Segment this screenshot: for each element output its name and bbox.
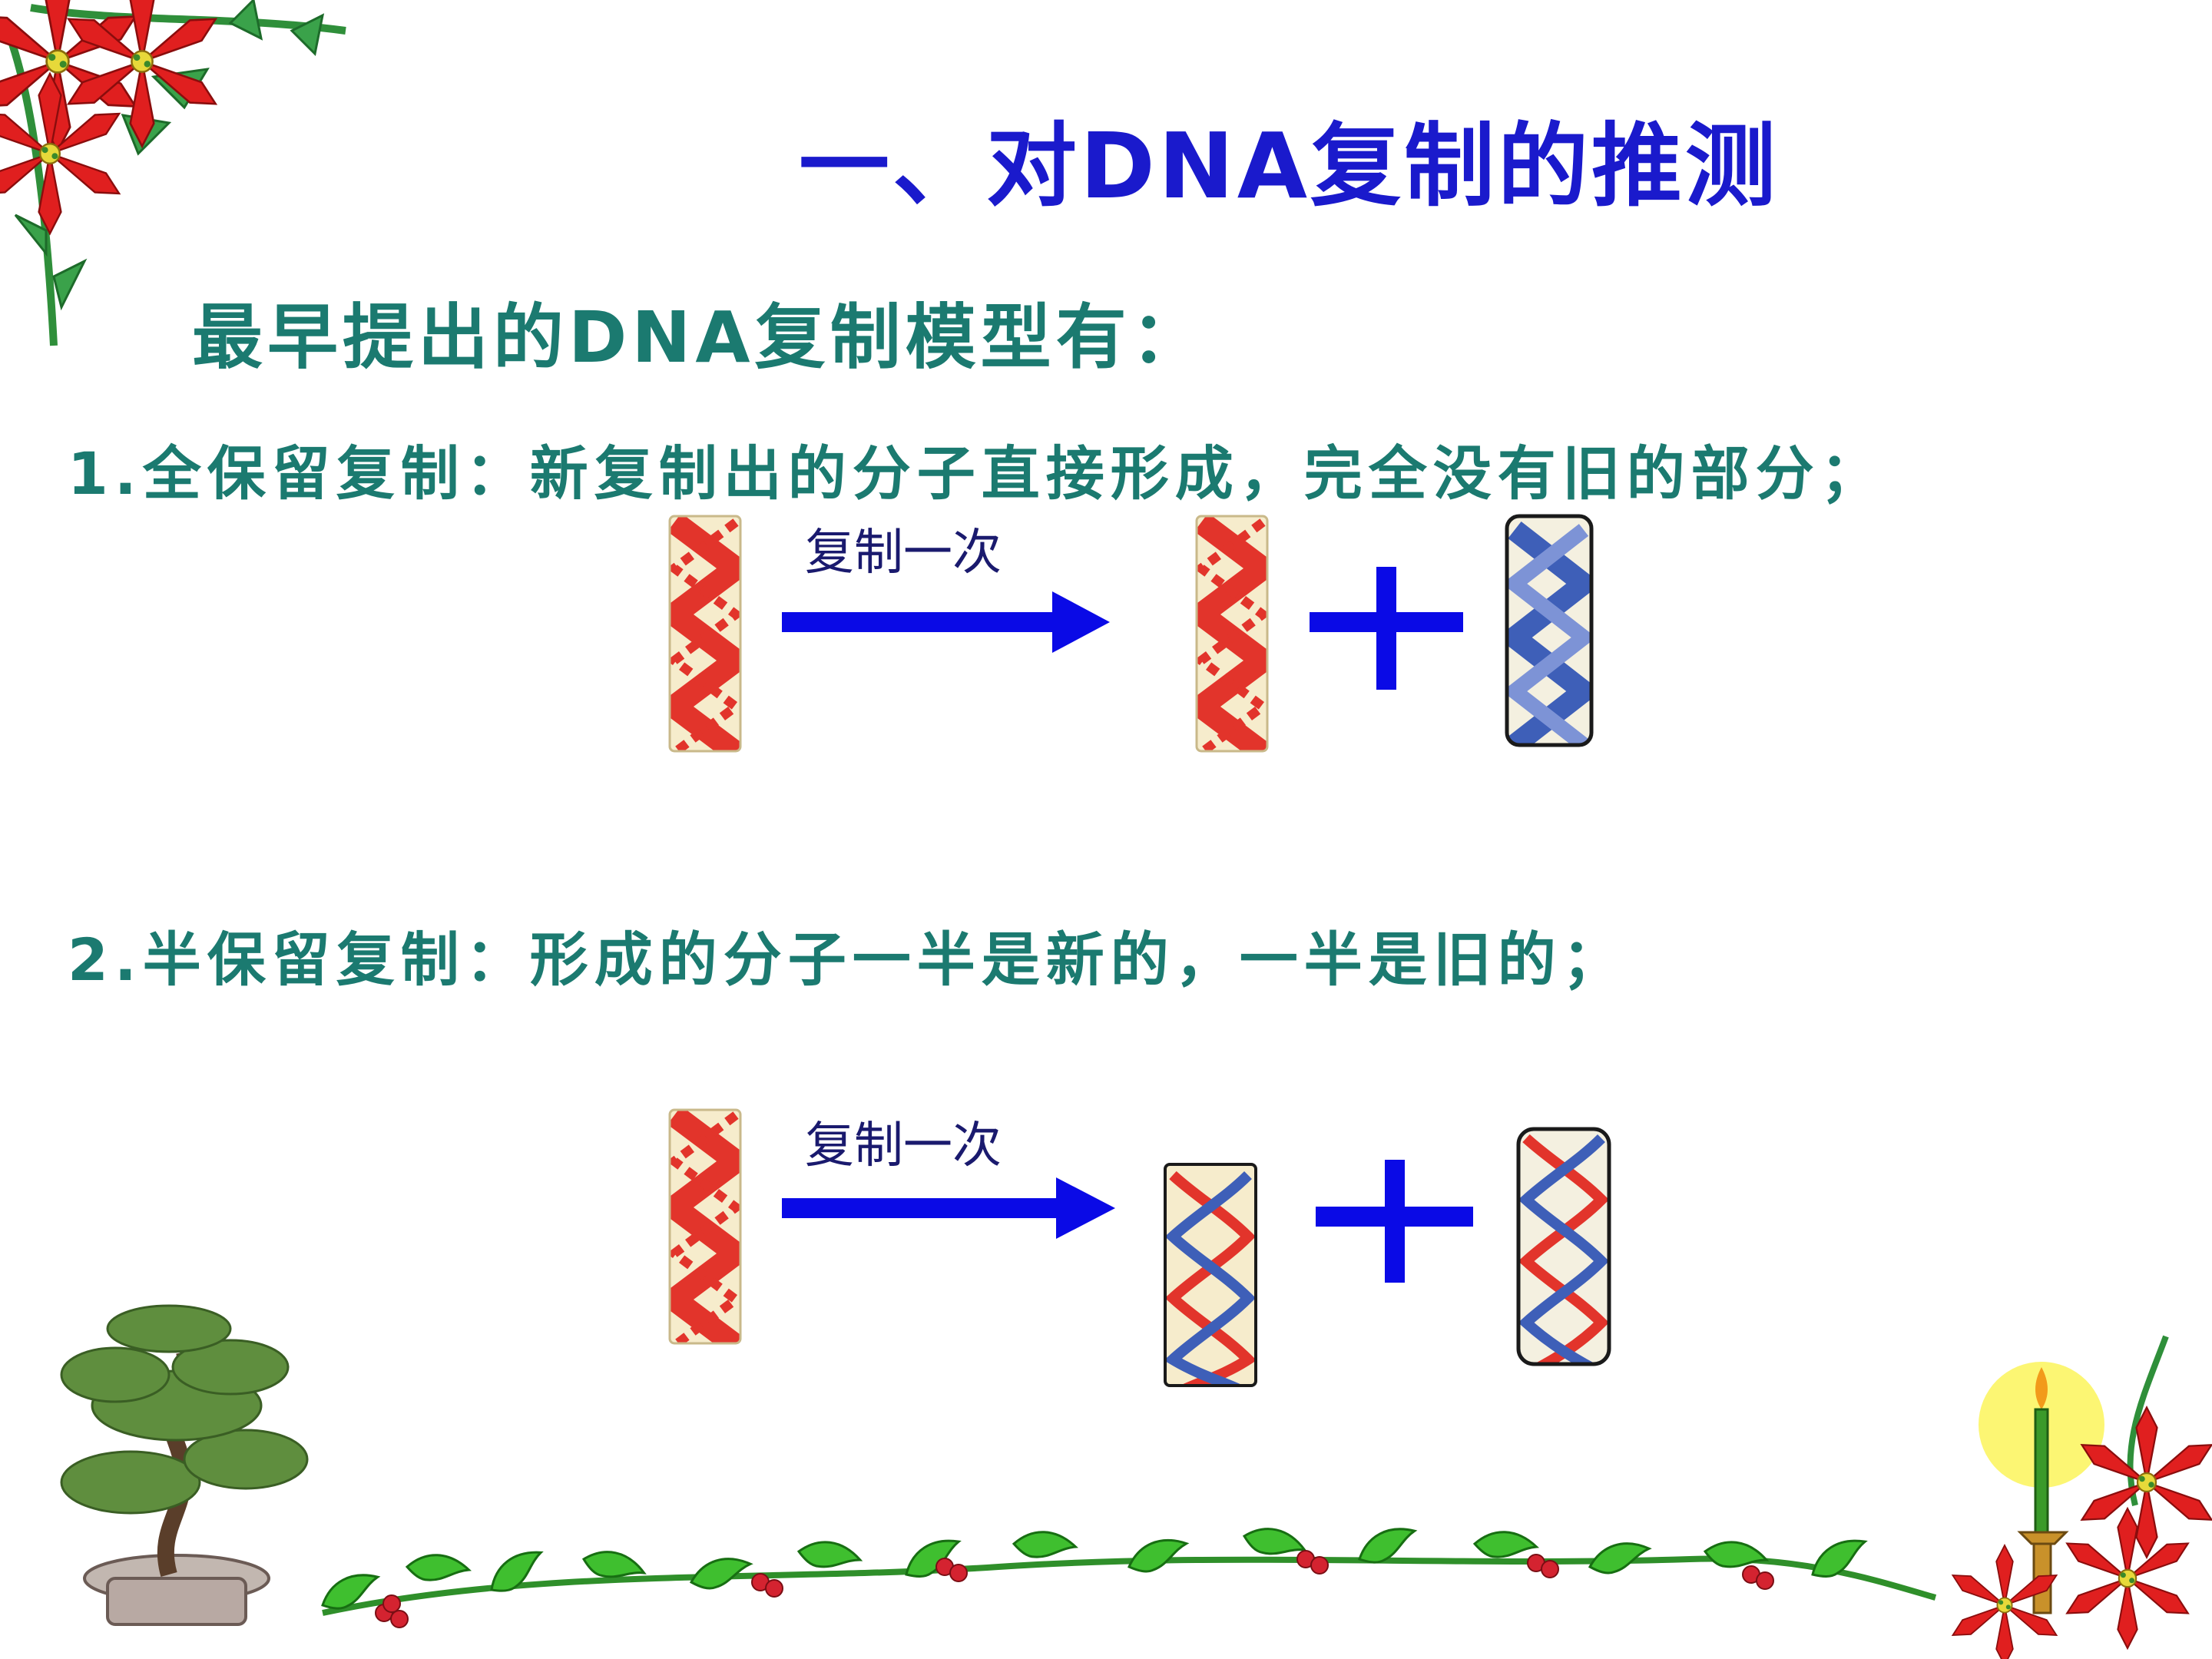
replicate-arrow-2 [782,1177,1115,1239]
parent-dna-helix-2 [670,1110,740,1343]
holly-garland-decoration [315,1518,1937,1628]
replicate-arrow-1 [782,591,1110,653]
parent-dna-helix-1 [670,516,740,751]
plus-sign-1 [1310,567,1463,690]
plus-sign-2 [1316,1160,1473,1283]
arrow-label-2: 复制一次 [805,1118,1002,1174]
bonsai-tree-decoration [60,1304,309,1626]
old-dna-helix-1 [1197,516,1267,751]
hybrid-dna-helix-2 [1518,1129,1609,1364]
arrow-label-1: 复制一次 [805,525,1002,581]
new-dna-helix-1 [1507,516,1591,745]
model-item-conservative: 1.全保留复制：新复制出的分子直接形成，完全没有旧的部分； [68,439,1885,508]
candle-decoration [1948,1335,2212,1659]
hybrid-dna-helix-1 [1165,1164,1256,1386]
poinsettia-corner-decoration [0,0,346,346]
model-item-semiconservative: 2.半保留复制：形成的分子一半是新的，一半是旧的； [68,926,1627,994]
slide-subtitle: 最早提出的DNA复制模型有： [192,296,1207,379]
slide-title: 一、对DNA复制的推测 [799,113,1780,219]
